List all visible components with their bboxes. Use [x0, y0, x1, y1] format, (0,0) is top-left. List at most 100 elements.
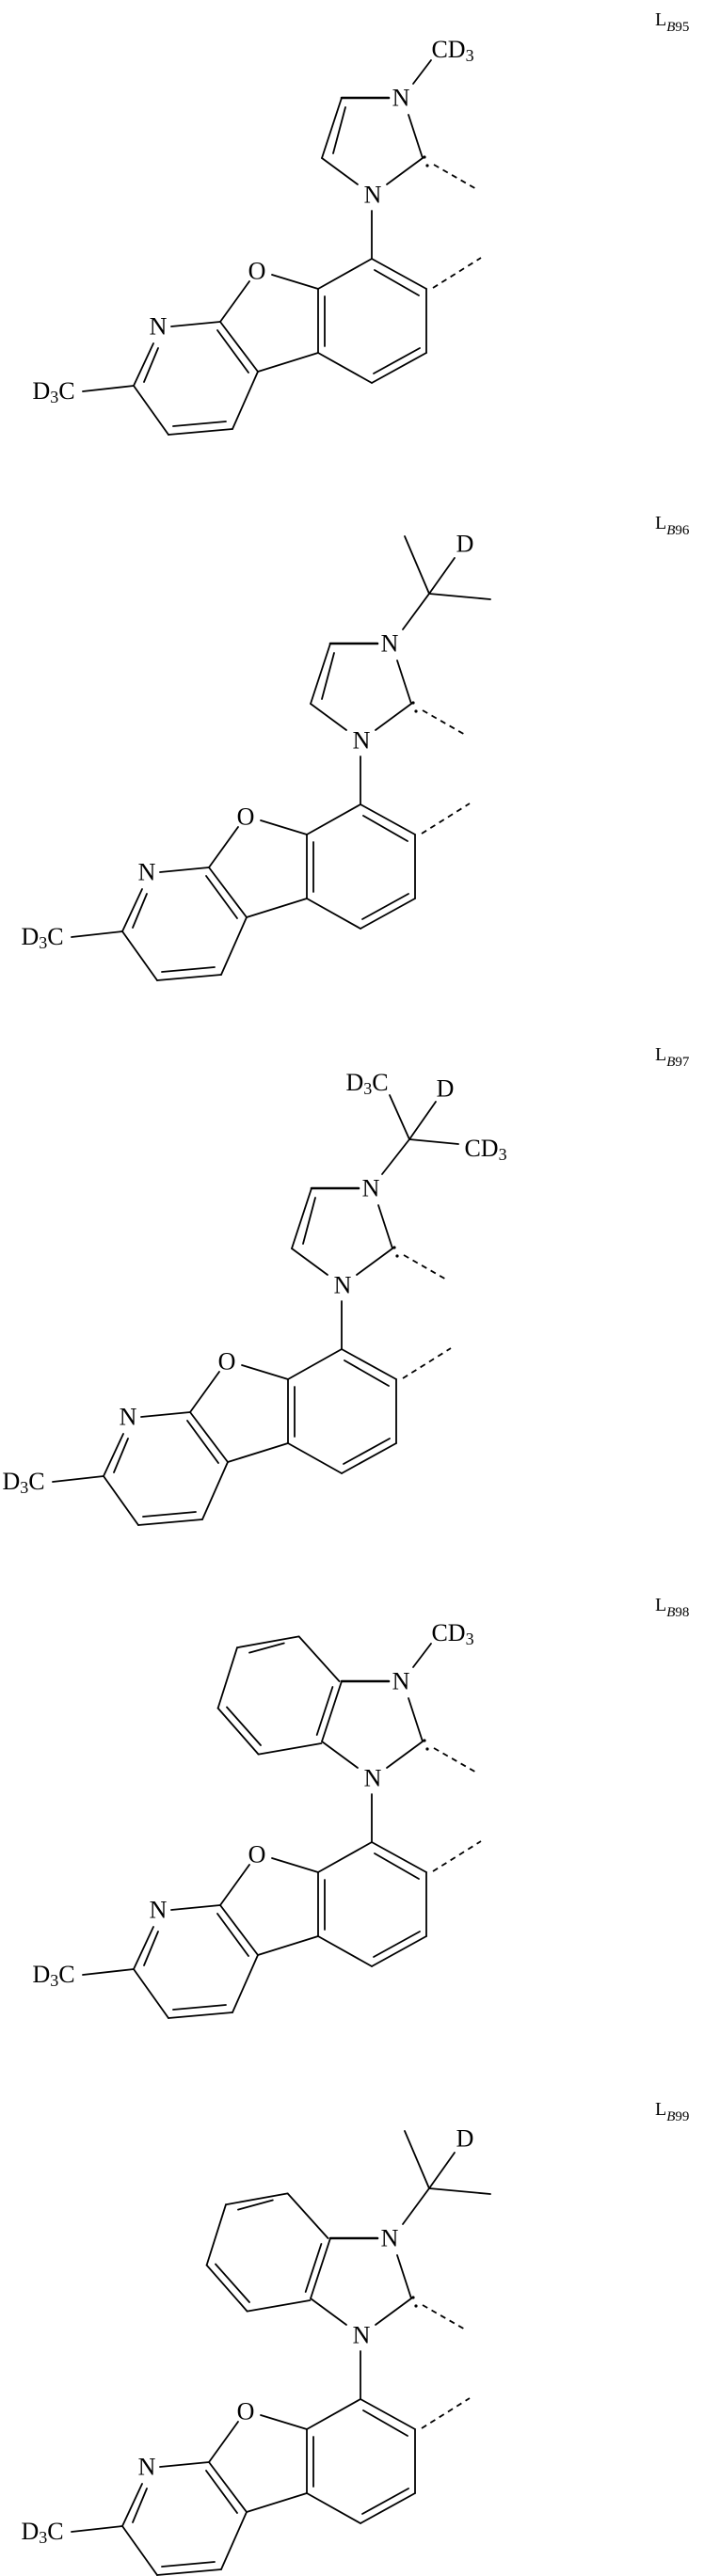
carbene-dot [392, 1246, 395, 1248]
atom-d3c-top-tail: C [372, 1069, 388, 1096]
bond [387, 1741, 423, 1768]
carbene-dot [414, 709, 417, 712]
atom-d3c-subscript: 3 [39, 2528, 47, 2547]
bond [272, 275, 318, 289]
bond [382, 1139, 409, 1174]
bond [261, 2415, 307, 2429]
atom-d: D [456, 2125, 474, 2153]
atom-d3c-tail: C [47, 2518, 63, 2545]
ligand-label-sub-italic: B [666, 523, 675, 538]
atom-d3c: D3C [2, 1468, 44, 1498]
ligand-label-sub-italic: B [666, 20, 675, 35]
atom-d3c-subscript: 3 [50, 388, 58, 406]
atom-d3c: D3C [32, 377, 74, 407]
bond [258, 1936, 318, 1955]
bond [209, 2422, 238, 2462]
carbene-dot [423, 155, 425, 158]
atom-d3c-subscript: 3 [39, 933, 47, 952]
bond [307, 804, 360, 835]
bond [258, 353, 318, 372]
structure-96: DNNOND3C [21, 531, 490, 981]
bond [403, 594, 429, 629]
bond [247, 898, 307, 917]
ligand-label: LB98 [655, 1595, 689, 1620]
atom-d3c: D3C [21, 2518, 63, 2548]
bond [190, 1412, 228, 1462]
ligand-label-main: L [655, 1044, 666, 1065]
atom-n-bottom: N [364, 182, 382, 209]
bond [376, 2298, 411, 2325]
imidazole-double-bond [322, 653, 334, 699]
carbene-dot [425, 164, 428, 167]
coordination-bond-carbene [404, 1255, 448, 1280]
bond [221, 2512, 247, 2569]
bond [206, 2471, 237, 2513]
imidazole-double-bond [333, 107, 345, 153]
atom-o: O [248, 1841, 266, 1868]
atom-o: O [237, 803, 255, 831]
bond [292, 1248, 328, 1275]
bond [114, 1439, 128, 1472]
atom-d3c-main: D [2, 1468, 20, 1495]
bond [342, 1443, 396, 1473]
bond [261, 820, 307, 835]
bond [390, 1095, 409, 1139]
atom-cd3: CD3 [431, 1619, 473, 1649]
bond [157, 975, 221, 980]
bond [220, 322, 258, 372]
bond [357, 1248, 392, 1275]
bond [206, 876, 237, 918]
bond [272, 1858, 318, 1872]
ligand-label-main: L [655, 1595, 666, 1615]
bond [387, 158, 423, 184]
bond [160, 2462, 209, 2467]
bond [168, 429, 232, 435]
atom-d3c-top-subscript: 3 [363, 1079, 372, 1098]
bond [228, 1443, 288, 1462]
bond [363, 2410, 408, 2436]
atom-n-bottom: N [334, 1272, 352, 1299]
ligand-label: LB99 [655, 2099, 689, 2124]
bond [217, 1914, 248, 1956]
bond [292, 1188, 312, 1248]
bond [217, 330, 248, 373]
structure-97: D3CDCD3NNOND3C [2, 1069, 506, 1526]
carbene-dot [425, 1747, 428, 1750]
bond [247, 2493, 307, 2512]
bond [318, 259, 372, 289]
bond [318, 1842, 372, 1872]
atom-n-top: N [362, 1175, 380, 1202]
atom-d3c-tail: C [58, 1961, 74, 1988]
bond [232, 1955, 258, 2012]
bond [72, 931, 122, 937]
atom-cd3-main: CD [431, 1619, 465, 1646]
structure-98: CD3NNOND3C [32, 1619, 481, 2019]
atom-d3c-subscript: 3 [50, 1971, 58, 1990]
bond [160, 867, 209, 872]
bond [133, 2489, 147, 2522]
coordination-bond-aryl [403, 1348, 451, 1378]
atom-d3c-tail: C [58, 377, 74, 405]
bond [220, 1905, 258, 1955]
bond [242, 1365, 288, 1379]
bond [134, 1969, 168, 2018]
bond [429, 2188, 490, 2194]
atom-n-top: N [381, 630, 399, 658]
bond [376, 704, 411, 730]
bond [171, 322, 220, 326]
bond [133, 894, 147, 928]
atom-o: O [248, 258, 266, 285]
atom-d3c-main: D [21, 2518, 39, 2545]
bond [397, 660, 411, 704]
bond [173, 2005, 226, 2010]
bond [162, 967, 215, 972]
bond [403, 2188, 429, 2224]
carbene-dot [395, 1254, 398, 1257]
bond [408, 115, 423, 158]
benzo-bond [317, 1687, 333, 1735]
bond [162, 2562, 215, 2567]
bond [311, 704, 346, 730]
atom-o: O [237, 2398, 255, 2425]
bond [318, 353, 372, 383]
